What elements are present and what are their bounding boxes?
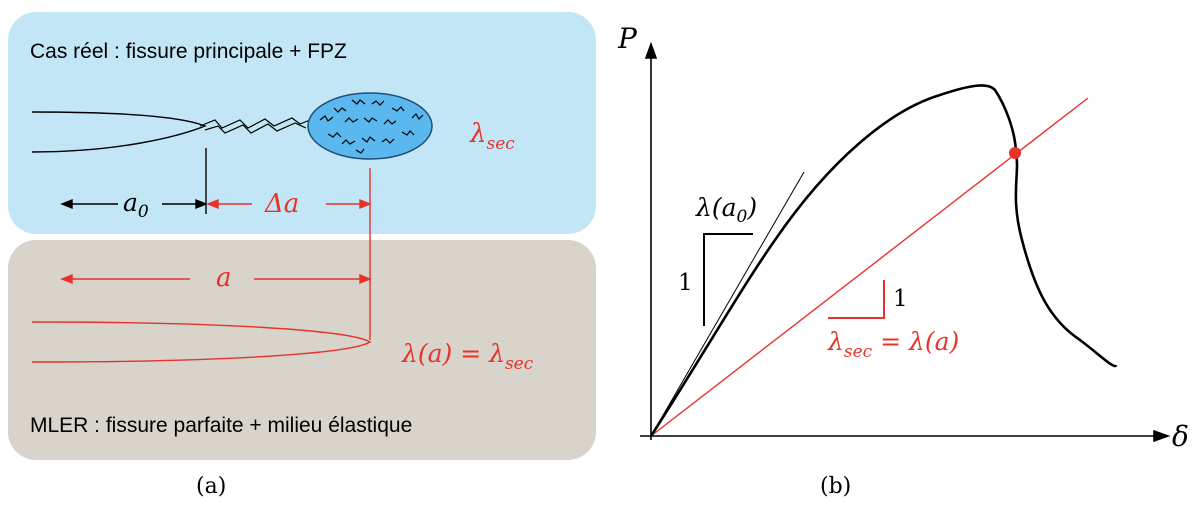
caption-b: (b): [820, 474, 852, 499]
equivalence-equation: λ(a) = λsec: [401, 339, 534, 374]
delta-a-dimension: [206, 198, 372, 210]
fpz-microcracks: [319, 99, 424, 154]
lambda-sec-label: λsec: [469, 119, 515, 154]
secant-slope-bracket: [828, 280, 885, 319]
a-label: a: [216, 263, 232, 293]
delta-a-label: Δa: [264, 189, 299, 219]
a-dimension: [60, 273, 372, 285]
tangent-label: λ(a0): [695, 193, 757, 227]
real-crack: [31, 111, 207, 153]
x-axis-label: δ: [1172, 420, 1189, 453]
tangent-slope-one: 1: [678, 270, 693, 296]
a0-dimension: [60, 198, 208, 210]
secant-line: [650, 97, 1089, 437]
real-case-title: Cas réel : fissure principale + FPZ: [30, 40, 347, 63]
crack-model-diagram: Cas réel : fissure principale + FPZ λsec…: [8, 12, 596, 460]
y-axis-label: P: [617, 22, 638, 55]
tangent-line: [650, 171, 805, 437]
mler-box: [8, 240, 596, 460]
tangent-slope-bracket: [703, 233, 753, 326]
load-curve: [649, 84, 1118, 437]
secant-slope-one: 1: [893, 286, 908, 312]
a0-label: a0: [123, 188, 149, 222]
intersection-point: [1009, 147, 1021, 159]
load-displacement-chart: P δ 1 λ(a0) 1 λsec = λ(a): [617, 22, 1189, 453]
caption-a: (a): [196, 474, 227, 499]
secant-label: λsec = λ(a): [827, 327, 959, 362]
axes: [640, 41, 1171, 443]
microcrack-zigzag: [199, 117, 311, 129]
mler-title: MLER : fissure parfaite + milieu élastiq…: [30, 414, 412, 437]
fpz-ellipse: [307, 92, 433, 160]
microcrack-zigzag-2: [204, 122, 307, 134]
equivalent-crack: [31, 321, 372, 363]
